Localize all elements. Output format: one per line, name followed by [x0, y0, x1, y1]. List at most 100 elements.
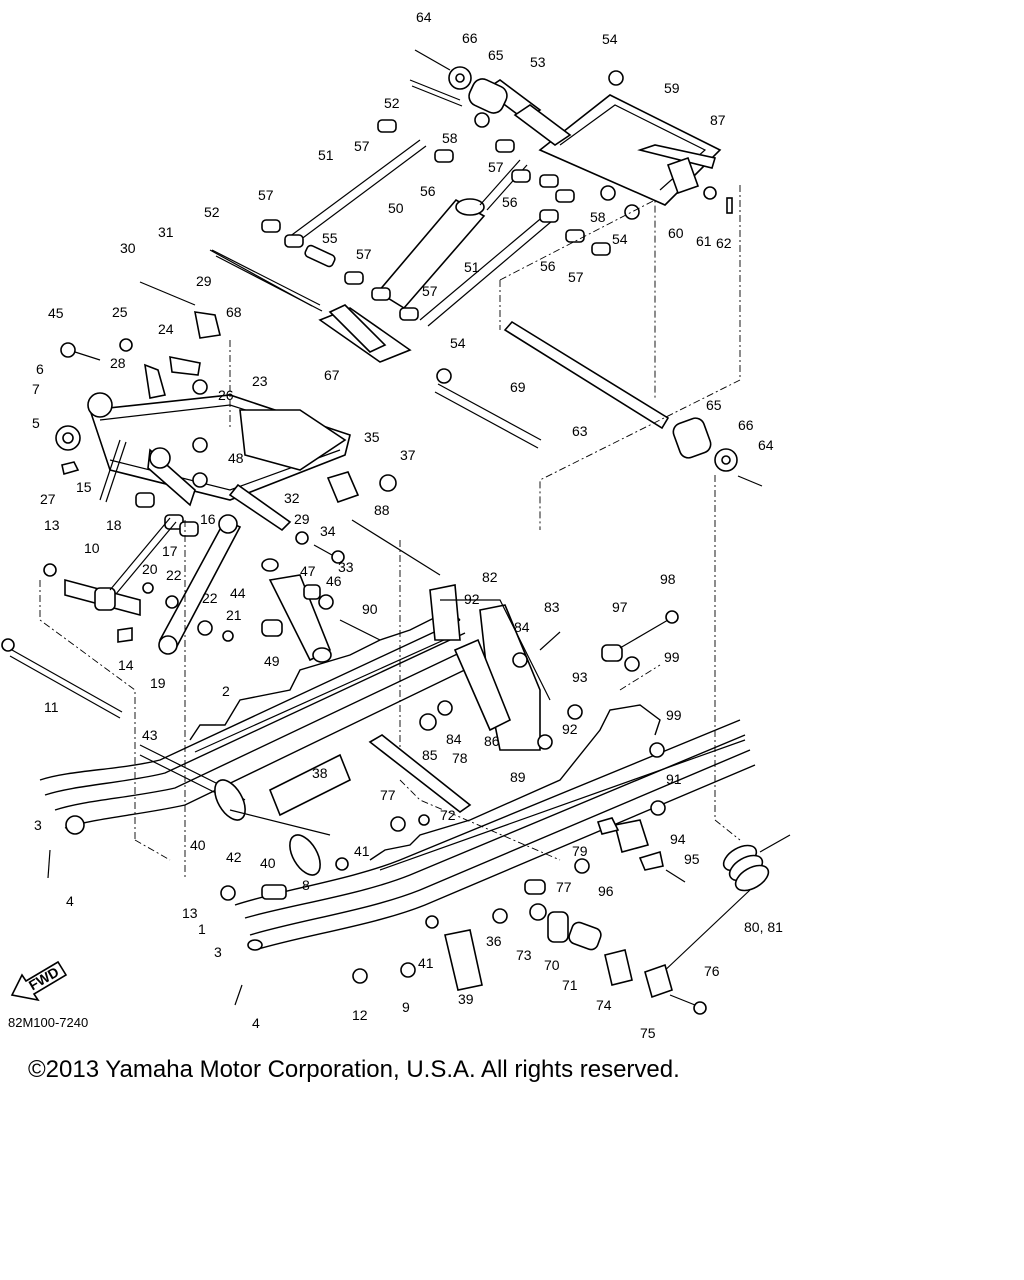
- callout-label: 53: [530, 54, 546, 70]
- callout-label: 69: [510, 379, 526, 395]
- callout-label: 22: [166, 567, 182, 583]
- callout-labels: 1233445678910111213131415161718192021222…: [32, 9, 783, 1040]
- callout-label: 17: [162, 543, 178, 559]
- callout-label: 36: [486, 933, 502, 949]
- callout-label: 84: [514, 619, 530, 635]
- callout-label: 49: [264, 653, 280, 669]
- callout-label: 83: [544, 599, 560, 615]
- callout-label: 42: [226, 849, 242, 865]
- callout-label: 92: [464, 591, 480, 607]
- callout-label: 76: [704, 963, 720, 979]
- callout-label: 4: [66, 893, 74, 909]
- callout-label: 32: [284, 490, 300, 506]
- diagram-code: 82M100-7240: [8, 1015, 89, 1030]
- callout-label: 65: [706, 397, 722, 413]
- callout-label: 67: [324, 367, 340, 383]
- callout-label: 99: [664, 649, 680, 665]
- callout-label: 40: [260, 855, 276, 871]
- callout-label: 35: [364, 429, 380, 445]
- callout-label: 24: [158, 321, 174, 337]
- callout-label: 3: [34, 817, 42, 833]
- callout-label: 99: [666, 707, 682, 723]
- callout-label: 64: [416, 9, 432, 25]
- callout-label: 58: [590, 209, 606, 225]
- callout-label: 64: [758, 437, 774, 453]
- callout-label: 96: [598, 883, 614, 899]
- callout-label: 68: [226, 304, 242, 320]
- callout-label: 57: [356, 246, 372, 262]
- callout-label: 29: [196, 273, 212, 289]
- callout-label: 90: [362, 601, 378, 617]
- callout-label: 93: [572, 669, 588, 685]
- callout-label: 45: [48, 305, 64, 321]
- callout-label: 28: [110, 355, 126, 371]
- callout-label: 29: [294, 511, 310, 527]
- callout-label: 23: [252, 373, 268, 389]
- callout-label: 41: [418, 955, 434, 971]
- callout-label: 71: [562, 977, 578, 993]
- callout-label: 2: [222, 683, 230, 699]
- callout-label: 80, 81: [744, 919, 783, 935]
- callout-label: 74: [596, 997, 612, 1013]
- callout-label: 33: [338, 559, 354, 575]
- callout-label: 30: [120, 240, 136, 256]
- callout-label: 38: [312, 765, 328, 781]
- callout-label: 47: [300, 563, 316, 579]
- callout-label: 89: [510, 769, 526, 785]
- callout-label: 55: [322, 230, 338, 246]
- front-linkage-assembly: [1, 311, 441, 880]
- callout-label: 12: [352, 1007, 368, 1023]
- callout-label: 65: [488, 47, 504, 63]
- callout-label: 57: [258, 187, 274, 203]
- callout-label: 75: [640, 1025, 656, 1040]
- callout-label: 63: [572, 423, 588, 439]
- callout-label: 10: [84, 540, 100, 556]
- callout-label: 25: [112, 304, 128, 320]
- callout-label: 13: [182, 905, 198, 921]
- callout-label: 43: [142, 727, 158, 743]
- callout-label: 57: [568, 269, 584, 285]
- callout-label: 56: [540, 258, 556, 274]
- callout-label: 31: [158, 224, 174, 240]
- callout-label: 92: [562, 721, 578, 737]
- callout-label: 57: [422, 283, 438, 299]
- callout-label: 82: [482, 569, 498, 585]
- callout-label: 51: [318, 147, 334, 163]
- callout-label: 56: [420, 183, 436, 199]
- parts-diagram: FWD 123344567891011121313141516171819202…: [1, 9, 791, 1040]
- copyright-notice: ©2013 Yamaha Motor Corporation, U.S.A. A…: [28, 1056, 680, 1083]
- callout-label: 41: [354, 843, 370, 859]
- callout-label: 18: [106, 517, 122, 533]
- callout-label: 52: [204, 204, 220, 220]
- callout-label: 5: [32, 415, 40, 431]
- callout-label: 87: [710, 112, 726, 128]
- fwd-arrow-icon: FWD: [10, 960, 68, 1002]
- callout-label: 66: [462, 30, 478, 46]
- callout-label: 66: [738, 417, 754, 433]
- callout-label: 77: [556, 879, 572, 895]
- callout-label: 58: [442, 130, 458, 146]
- callout-label: 60: [668, 225, 684, 241]
- callout-label: 54: [450, 335, 466, 351]
- callout-label: 72: [440, 807, 456, 823]
- callout-label: 44: [230, 585, 246, 601]
- callout-label: 88: [374, 502, 390, 518]
- callout-label: 46: [326, 573, 342, 589]
- callout-label: 8: [302, 877, 310, 893]
- callout-label: 15: [76, 479, 92, 495]
- callout-label: 6: [36, 361, 44, 377]
- callout-label: 95: [684, 851, 700, 867]
- callout-label: 57: [354, 138, 370, 154]
- callout-label: 59: [664, 80, 680, 96]
- callout-label: 79: [572, 843, 588, 859]
- callout-label: 1: [198, 921, 206, 937]
- callout-label: 57: [488, 159, 504, 175]
- callout-label: 77: [380, 787, 396, 803]
- callout-label: 3: [214, 944, 222, 960]
- callout-label: 13: [44, 517, 60, 533]
- callout-label: 73: [516, 947, 532, 963]
- callout-label: 14: [118, 657, 134, 673]
- callout-label: 94: [670, 831, 686, 847]
- callout-label: 27: [40, 491, 56, 507]
- callout-label: 84: [446, 731, 462, 747]
